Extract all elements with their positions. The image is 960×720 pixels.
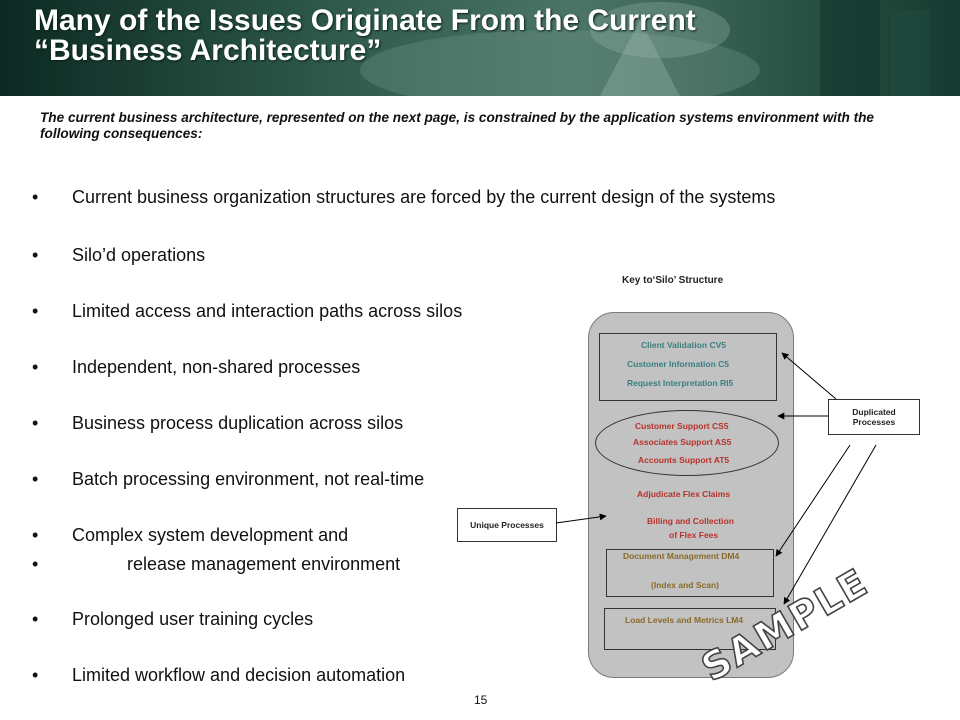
process-label-flex-fees: of Flex Fees bbox=[669, 530, 719, 540]
document-process-box bbox=[606, 549, 774, 597]
process-label-ri5: Request Interpretation RI5 bbox=[627, 378, 734, 388]
duplicated-label-line-2: Processes bbox=[852, 417, 896, 427]
bullet-icon: • bbox=[32, 665, 39, 685]
process-label-as5: Associates Support AS5 bbox=[633, 437, 732, 447]
process-label-at5: Accounts Support AT5 bbox=[638, 455, 730, 465]
list-item-text: Batch processing environment, not real-t… bbox=[72, 469, 425, 489]
bullet-icon: • bbox=[32, 187, 39, 207]
list-item-text: Business process duplication across silo… bbox=[72, 413, 404, 433]
process-label-index-scan: (Index and Scan) bbox=[651, 580, 720, 590]
list-item-text: Complex system development and bbox=[72, 525, 349, 545]
process-label-dm4: Document Management DM4 bbox=[623, 551, 740, 561]
list-item-text: release management environment bbox=[72, 554, 401, 574]
bullet-icon: • bbox=[32, 609, 39, 629]
page-number: 15 bbox=[474, 693, 488, 707]
process-label-adjudicate: Adjudicate Flex Claims bbox=[637, 489, 731, 499]
list-item-text: Prolonged user training cycles bbox=[72, 609, 314, 629]
unique-arrow bbox=[555, 513, 607, 524]
intro-text: The current business architecture, repre… bbox=[40, 110, 874, 141]
process-label-lm4: Load Levels and Metrics LM4 bbox=[625, 615, 744, 625]
unique-processes-callout: Unique Processes bbox=[457, 508, 557, 542]
title-line-1: Many of the Issues Originate From the Cu… bbox=[34, 4, 696, 37]
process-label-billing: Billing and Collection bbox=[647, 516, 734, 526]
bullet-icon: • bbox=[32, 554, 39, 574]
duplicated-label-line-1: Duplicated bbox=[852, 407, 896, 417]
process-label-cs5: Customer Support CS5 bbox=[635, 421, 729, 431]
load-process-box bbox=[604, 608, 776, 650]
list-item-text: Current business organization structures… bbox=[72, 187, 776, 207]
bullet-icon: • bbox=[32, 301, 39, 321]
bullet-icon: • bbox=[32, 469, 39, 489]
process-label-c5: Customer Information C5 bbox=[627, 359, 730, 369]
bullet-icon: • bbox=[32, 525, 39, 545]
duplicated-processes-callout: Duplicated Processes bbox=[828, 399, 920, 435]
bullet-icon: • bbox=[32, 245, 39, 265]
list-item-text: Independent, non-shared processes bbox=[72, 357, 361, 377]
list-item-text: Limited access and interaction paths acr… bbox=[72, 301, 463, 321]
process-label-cv5: Client Validation CV5 bbox=[641, 340, 727, 350]
list-item-text: Limited workflow and decision automation bbox=[72, 665, 406, 685]
header-banner: Many of the Issues Originate From the Cu… bbox=[0, 0, 960, 96]
banner-background-graphic bbox=[360, 0, 930, 96]
page-title: Many of the Issues Originate From the Cu… bbox=[34, 6, 696, 66]
support-process-ellipse bbox=[595, 410, 779, 476]
validation-process-box bbox=[599, 333, 777, 401]
duplicated-arrow-load bbox=[783, 444, 877, 605]
duplicated-arrow-document bbox=[775, 444, 851, 557]
duplicated-arrow-top bbox=[781, 352, 837, 400]
diagram-key-title: Key to‘Silo’ Structure bbox=[622, 275, 724, 286]
bullet-icon: • bbox=[32, 413, 39, 433]
bullet-icon: • bbox=[32, 357, 39, 377]
title-line-2: “Business Architecture” bbox=[34, 34, 382, 67]
list-item-text: Silo’d operations bbox=[72, 245, 206, 265]
